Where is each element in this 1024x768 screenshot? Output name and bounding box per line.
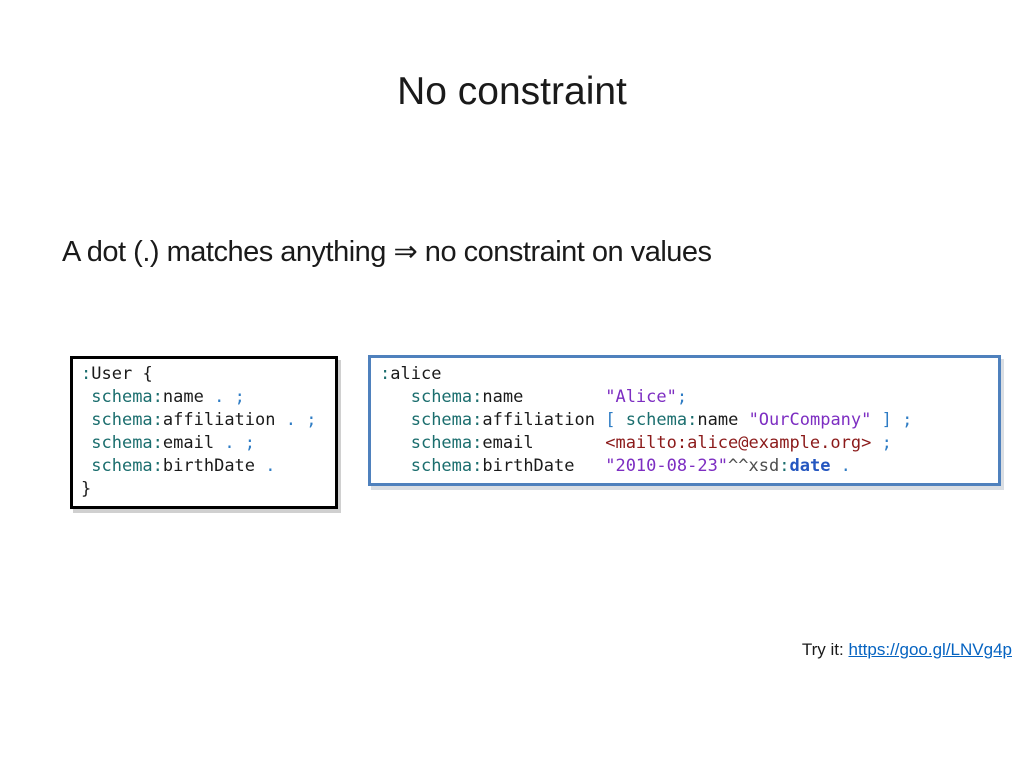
code-token — [380, 433, 411, 453]
code-token: name — [482, 387, 524, 407]
code-token: schema: — [410, 410, 483, 430]
statement-text: A dot (.) matches anything ⇒ no constrai… — [62, 236, 712, 268]
code-token: ; — [676, 387, 688, 407]
code-token: [ — [605, 410, 626, 430]
code-line: schema:affiliation . ; — [81, 409, 327, 432]
code-token — [380, 456, 411, 476]
code-token: . ; — [214, 433, 256, 453]
code-token: <mailto:alice@example.org> — [605, 433, 872, 453]
code-token: . ; — [203, 387, 245, 407]
code-token: . ; — [275, 410, 317, 430]
try-it-link[interactable]: https://goo.gl/LNVg4p — [848, 640, 1012, 659]
try-it-line: Try it: https://goo.gl/LNVg4p — [802, 640, 1012, 660]
code-line: } — [81, 478, 327, 501]
code-token: schema: — [91, 456, 163, 476]
code-token: birthDate — [482, 456, 575, 476]
code-token — [380, 387, 411, 407]
code-token — [523, 387, 605, 407]
code-line: schema:birthDate . — [81, 455, 327, 478]
code-token: ^^xsd — [728, 456, 780, 476]
code-line: :alice — [380, 363, 989, 386]
code-token: ; — [871, 433, 892, 453]
code-line: schema:name . ; — [81, 386, 327, 409]
code-line: schema:affiliation [ schema:name "OurCom… — [380, 409, 989, 432]
code-token — [81, 410, 91, 430]
code-token: affiliation — [482, 410, 595, 430]
turtle-data-code-box: :alice schema:name "Alice"; schema:affil… — [368, 355, 1001, 486]
code-token: } — [81, 479, 92, 499]
code-token: name — [697, 410, 739, 430]
code-token: birthDate — [162, 456, 256, 476]
code-token — [81, 456, 91, 476]
try-it-label: Try it: — [801, 640, 844, 659]
shex-shape-code-box: :User { schema:name . ; schema:affiliati… — [70, 356, 338, 509]
code-token: schema: — [91, 410, 163, 430]
code-token: "2010-08-23" — [605, 456, 729, 476]
code-token: schema: — [91, 433, 163, 453]
code-token — [738, 410, 748, 430]
code-line: schema:birthDate "2010-08-23"^^xsd:date … — [380, 455, 989, 478]
code-token: User — [91, 364, 143, 384]
code-token — [380, 410, 411, 430]
code-token: ] ; — [871, 410, 913, 430]
code-token: schema: — [410, 456, 483, 476]
slide-title: No constraint — [397, 70, 627, 113]
code-token — [81, 433, 91, 453]
code-token: : — [779, 456, 790, 476]
code-token: { — [142, 364, 153, 384]
code-token: email — [482, 433, 534, 453]
code-token: schema: — [410, 387, 483, 407]
code-line: schema:name "Alice"; — [380, 386, 989, 409]
code-token: schema: — [410, 433, 483, 453]
code-token: date — [789, 456, 831, 476]
code-line: :User { — [81, 363, 327, 386]
code-token: "Alice" — [605, 387, 677, 407]
code-token: . — [830, 456, 851, 476]
code-token: schema: — [91, 387, 163, 407]
code-token: : — [81, 364, 92, 384]
code-token: affiliation — [162, 410, 276, 430]
code-token — [81, 387, 91, 407]
code-token — [534, 433, 606, 453]
code-line: schema:email <mailto:alice@example.org> … — [380, 432, 989, 455]
code-token — [595, 410, 605, 430]
code-token: email — [162, 433, 215, 453]
code-token: "OurCompany" — [748, 410, 872, 430]
code-line: schema:email . ; — [81, 432, 327, 455]
code-token: . — [255, 456, 276, 476]
code-token: alice — [390, 364, 442, 384]
code-token — [575, 456, 606, 476]
code-token: : — [380, 364, 391, 384]
code-token: schema: — [625, 410, 698, 430]
code-token: name — [162, 387, 204, 407]
